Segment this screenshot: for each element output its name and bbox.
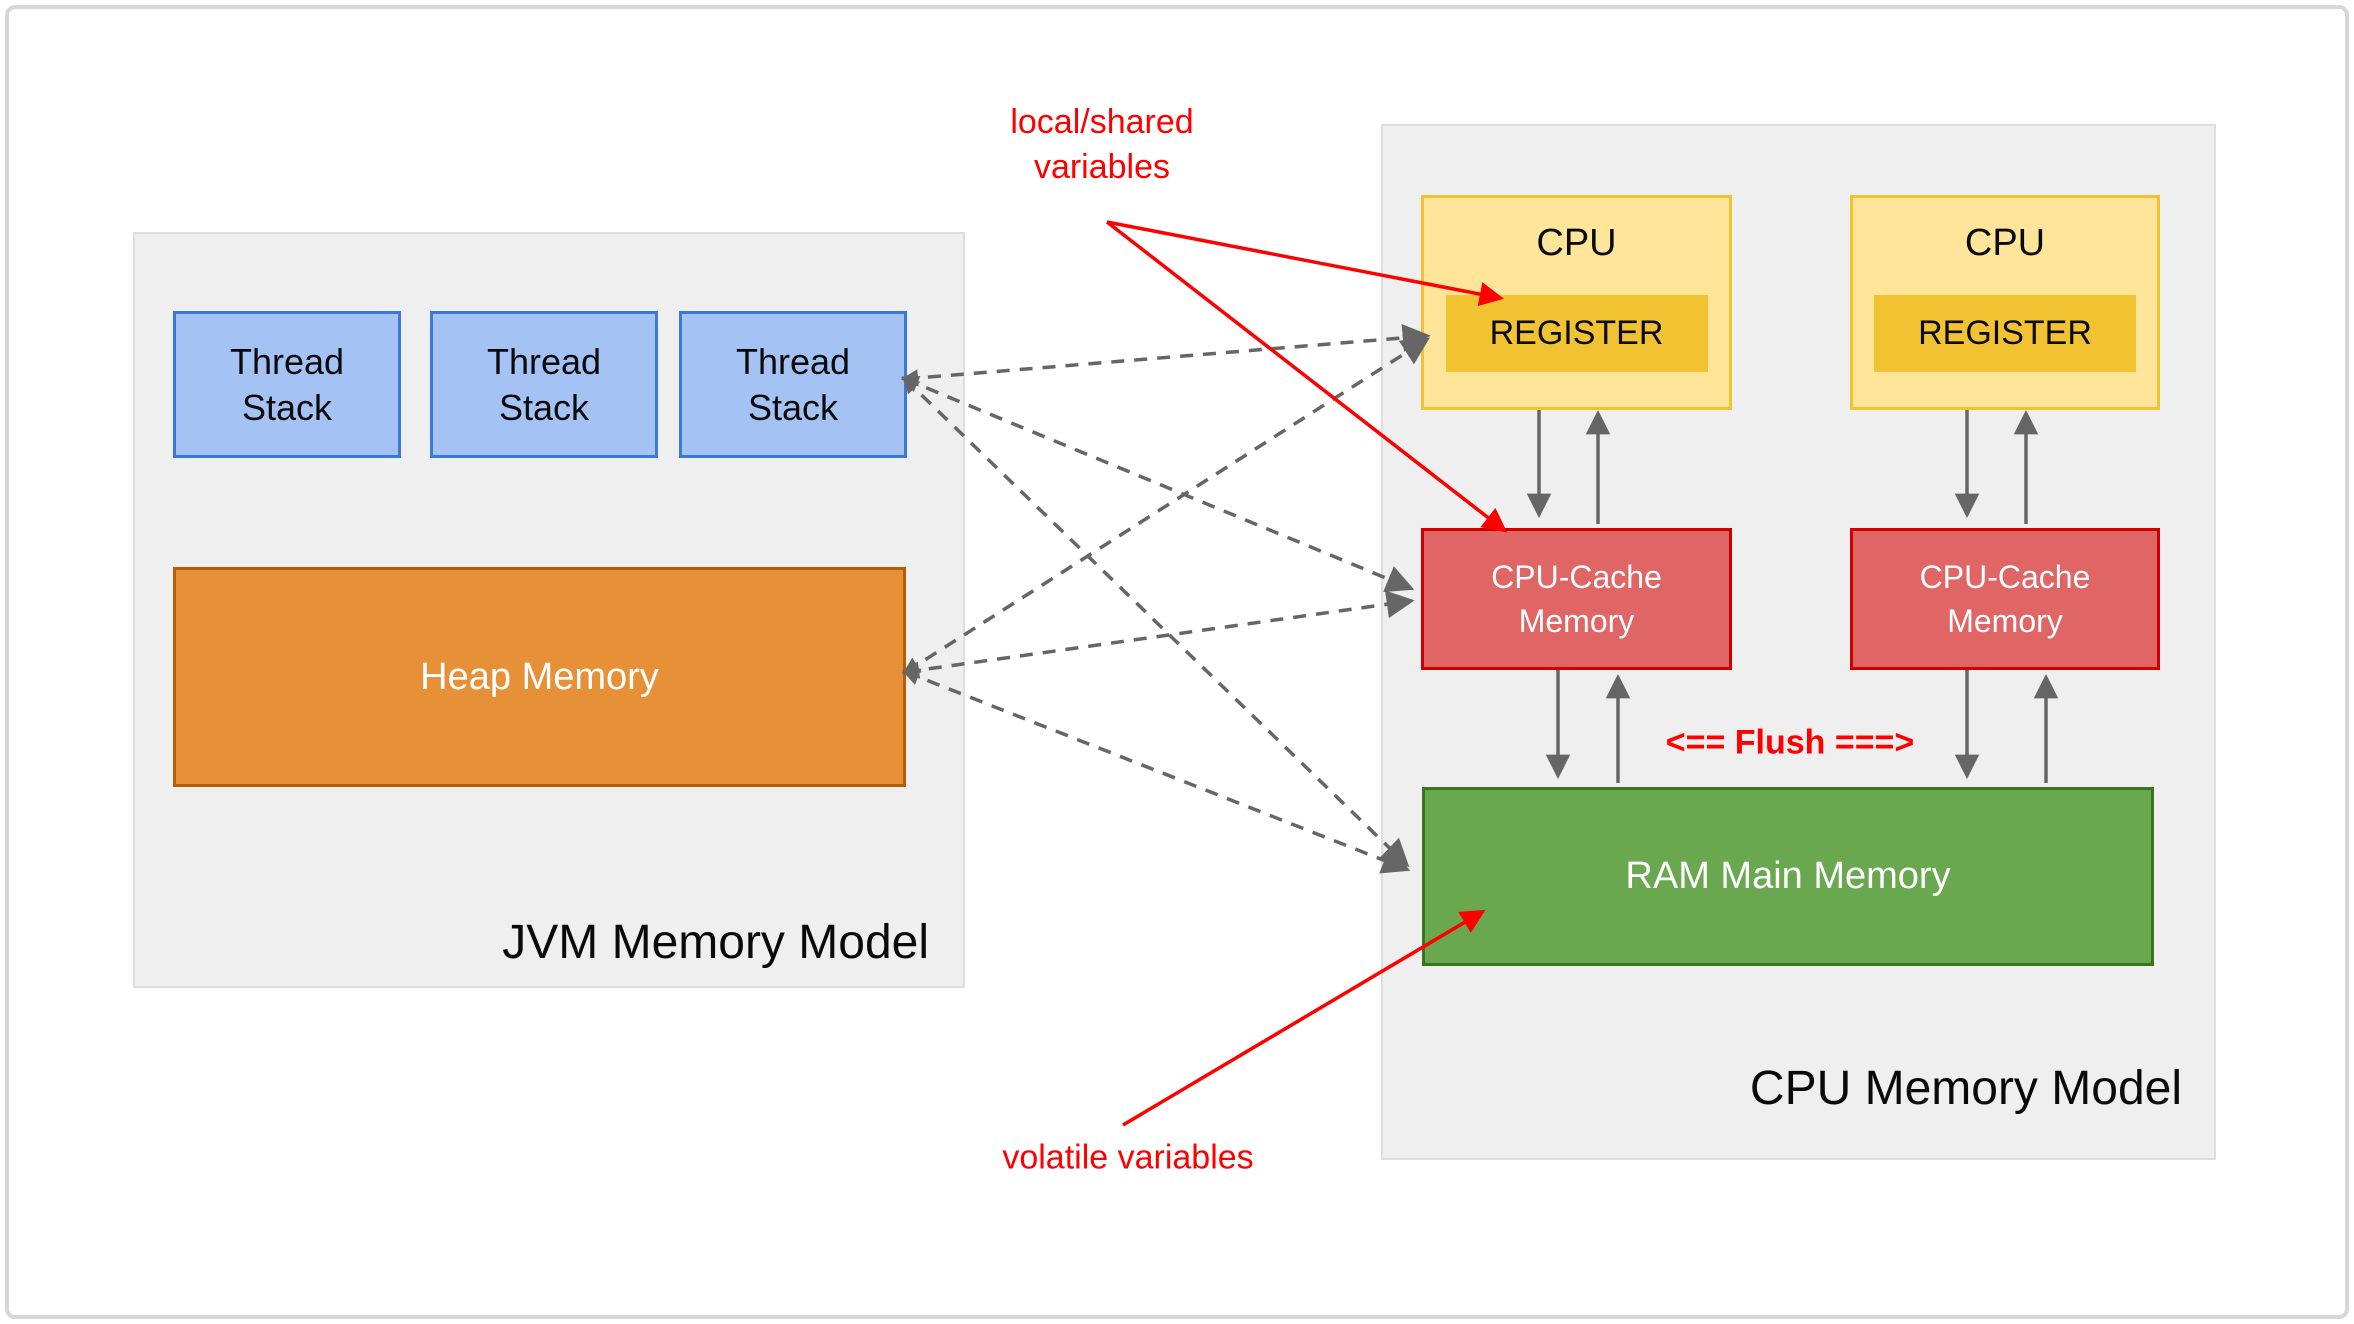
annotation-volatile-variables: volatile variables — [1002, 1138, 1254, 1177]
cpu-label: CPU — [1536, 222, 1617, 264]
ram-main-memory-box: RAM Main Memory — [1422, 787, 2154, 966]
thread-stack-label-line2: Stack — [498, 386, 590, 428]
cache-label-line2: Memory — [1947, 603, 2063, 639]
flush-label: <== Flush ===> — [1665, 723, 1915, 762]
cache-label-line1: CPU-Cache — [1919, 559, 2091, 595]
thread-stack-box: Thread Stack — [679, 311, 907, 458]
cpu-cache-memory-box: CPU-Cache Memory — [1421, 528, 1732, 670]
cpu-cache-memory-box: CPU-Cache Memory — [1850, 528, 2160, 670]
cpu-box: CPU REGISTER — [1421, 195, 1732, 410]
thread-stack-label-line2: Stack — [241, 386, 333, 428]
cache-label-line2: Memory — [1518, 603, 1635, 639]
register-box: REGISTER — [1445, 295, 1708, 372]
thread-stack-label-line1: Thread — [229, 340, 345, 382]
annotation-local-shared-variables: local/shared variables — [1010, 100, 1193, 190]
thread-stack-box: Thread Stack — [430, 311, 658, 458]
cpu-box: CPU REGISTER — [1850, 195, 2160, 410]
annotation-local-shared-line2: variables — [1033, 148, 1171, 186]
thread-stack-label-line1: Thread — [735, 340, 851, 382]
jvm-model-title: JVM Memory Model — [502, 916, 929, 969]
heap-memory-label: Heap Memory — [420, 655, 659, 698]
thread-stack-label-line1: Thread — [486, 340, 602, 382]
jvm-memory-model-container: Thread Stack Thread Stack Thread Stack H… — [133, 232, 965, 988]
heap-memory-box: Heap Memory — [173, 567, 906, 787]
cpu-memory-model-container: CPU REGISTER CPU REGISTER CPU-Cache Memo… — [1381, 124, 2216, 1160]
cache-label-line1: CPU-Cache — [1491, 559, 1662, 595]
ram-label: RAM Main Memory — [1625, 855, 1951, 897]
annotation-local-shared-line1: local/shared — [1010, 103, 1194, 141]
thread-stack-label-line2: Stack — [747, 386, 839, 428]
cpu-model-title: CPU Memory Model — [1749, 1062, 2182, 1115]
thread-stack-box: Thread Stack — [173, 311, 401, 458]
cpu-label: CPU — [1964, 222, 2046, 264]
register-box: REGISTER — [1874, 295, 2136, 372]
